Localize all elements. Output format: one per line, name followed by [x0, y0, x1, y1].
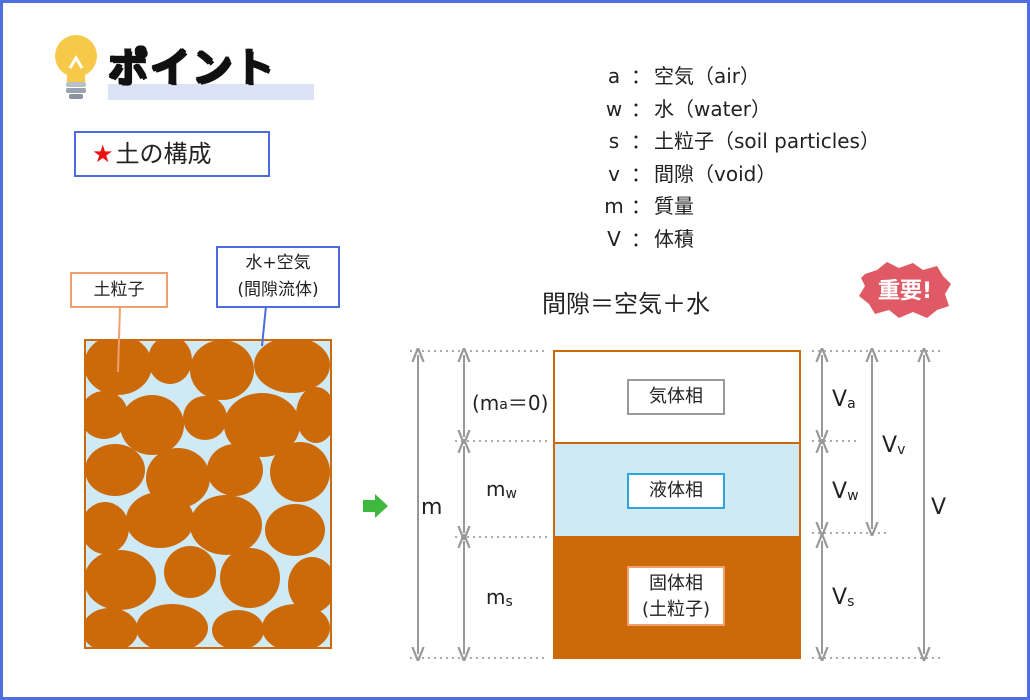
solid-label-line: (土粒子): [641, 599, 711, 620]
void-equation: 間隙＝空気＋水: [542, 290, 710, 318]
lightbulb-icon: [55, 35, 97, 99]
section-title: 土の構成: [115, 140, 212, 168]
gas-phase-label: 気体相: [627, 379, 725, 415]
legend-colon: ：: [631, 226, 651, 251]
soil-particle-label: 土粒子: [70, 272, 168, 308]
important-badge: 重要!: [859, 262, 951, 318]
symbol-legend: a：空気（air） w：水（water） s：土粒子（soil particle…: [600, 60, 880, 255]
legend-item: m ：質量: [600, 190, 880, 223]
void-fluid-label: 水+空気 (間隙流体): [216, 246, 340, 308]
legend-item: w ：水（water）: [600, 93, 880, 126]
legend-meaning: 土粒子（soil particles）: [654, 129, 880, 153]
legend-item: V ：体積: [600, 223, 880, 256]
legend-symbol: a: [607, 64, 621, 88]
vol-air-label: Va: [832, 387, 856, 412]
legend-colon: ：: [631, 64, 651, 88]
solid-label-line: 固体相: [649, 573, 703, 594]
soil-particles: [85, 340, 331, 648]
legend-symbol: V: [607, 226, 621, 251]
void-label-line: (間隙流体): [237, 280, 319, 300]
vol-void-label: Vv: [882, 433, 905, 458]
legend-meaning: 間隙（void）: [654, 161, 777, 186]
legend-item: s ：土粒子（soil particles）: [600, 125, 880, 158]
solid-phase-label: 固体相 (土粒子): [627, 566, 725, 626]
legend-meaning: 質量: [654, 194, 694, 218]
legend-symbol: s: [608, 129, 620, 153]
legend-colon: ：: [631, 161, 651, 186]
legend-colon: ：: [631, 96, 651, 121]
liquid-phase-label: 液体相: [627, 473, 725, 509]
legend-item: a ：空気（air）: [600, 60, 880, 93]
section-heading: ★土の構成: [74, 131, 270, 177]
vol-total-label: V: [931, 495, 946, 520]
legend-symbol: m: [604, 194, 624, 218]
void-label-line: 水+空気: [245, 253, 311, 273]
legend-item: v ：間隙（void）: [600, 158, 880, 191]
soil-sample: [84, 305, 332, 649]
vol-water-label: Vw: [832, 479, 859, 504]
badge-text: 重要!: [878, 279, 932, 304]
mass-total-label: m: [421, 495, 442, 520]
legend-meaning: 体積: [654, 226, 694, 251]
legend-colon: ：: [631, 194, 651, 218]
vol-solid-label: Vs: [832, 585, 854, 610]
mass-water-label: mw: [486, 477, 517, 502]
legend-symbol: v: [608, 161, 620, 186]
dimension-arrows: [418, 355, 924, 654]
page-title: ポイント: [108, 45, 276, 91]
mass-air-label: (ma＝0): [472, 391, 548, 415]
legend-symbol: w: [605, 96, 623, 121]
legend-meaning: 水（water）: [654, 96, 771, 121]
legend-meaning: 空気（air）: [654, 64, 761, 88]
mass-solid-label: ms: [486, 585, 513, 610]
legend-colon: ：: [631, 129, 651, 153]
right-arrow-icon: [363, 494, 388, 518]
title-highlight: [108, 84, 314, 100]
star-icon: ★: [92, 140, 114, 168]
